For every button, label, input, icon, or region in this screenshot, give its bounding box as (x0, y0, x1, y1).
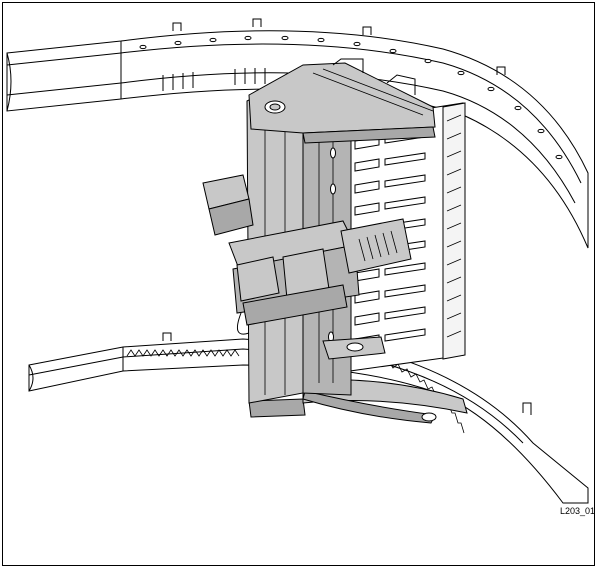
figure-reference-code: L203_01 (560, 506, 596, 516)
robot-assembly (202, 58, 468, 424)
upper-guide-rail (6, 18, 589, 249)
tape-library-robot-illustration (6, 18, 589, 504)
